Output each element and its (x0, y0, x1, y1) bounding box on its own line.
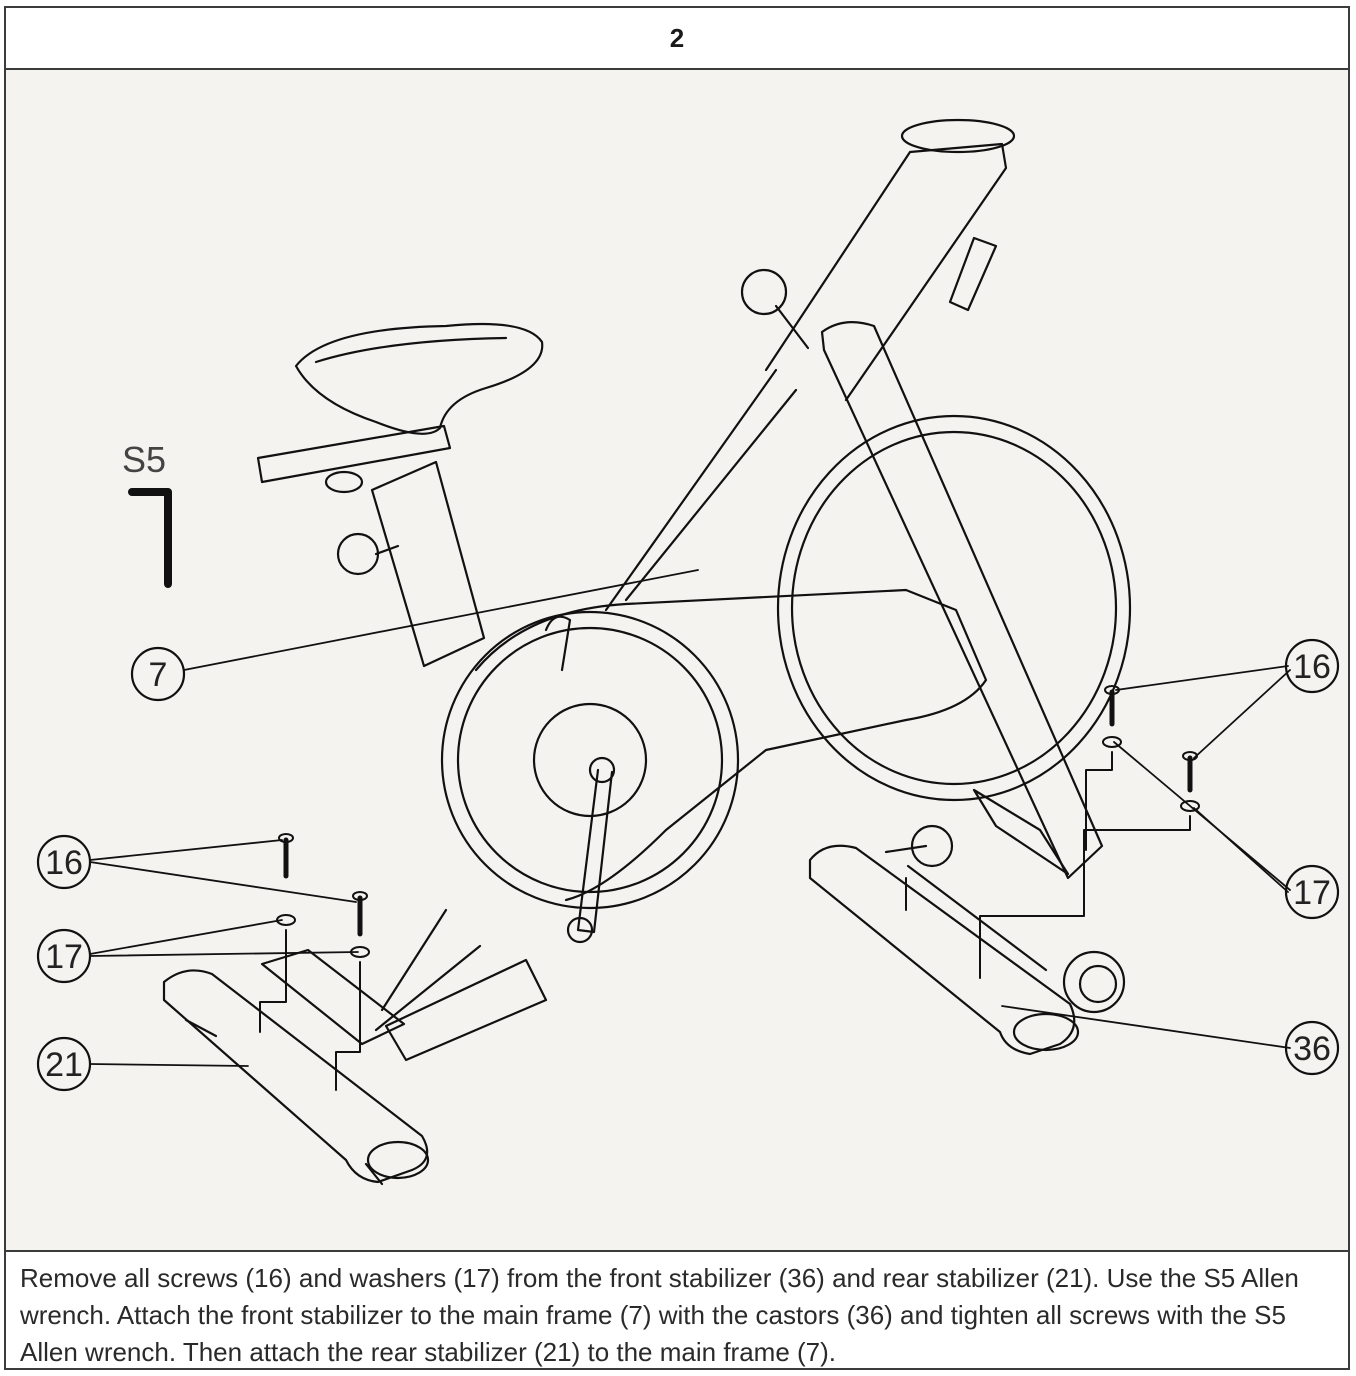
instruction-frame: 2 S5 (4, 6, 1350, 1370)
step-header: 2 (6, 8, 1348, 70)
rear-stabilizer (162, 948, 430, 1186)
allen-wrench-icon: S5 (122, 439, 172, 588)
left-fasteners (259, 833, 370, 1091)
instruction-text: Remove all screws (16) and washers (17) … (20, 1263, 1299, 1367)
svg-text:16: 16 (1293, 648, 1331, 686)
svg-text:7: 7 (149, 656, 168, 694)
svg-text:21: 21 (45, 1046, 83, 1084)
callout-17-left: 17 (36, 928, 92, 984)
svg-text:17: 17 (1293, 874, 1331, 912)
step-number: 2 (669, 22, 685, 53)
svg-text:36: 36 (1293, 1030, 1331, 1068)
callout-21: 21 (36, 1036, 92, 1092)
seat-assembly (256, 322, 544, 668)
right-fasteners (905, 685, 1200, 979)
callout-16-left: 16 (36, 834, 92, 890)
callout-36: 36 (1284, 1020, 1340, 1076)
front-stabilizer (808, 788, 1126, 1056)
tool-label: S5 (122, 439, 166, 480)
callout-leaders (89, 569, 1291, 1067)
svg-text:16: 16 (45, 844, 83, 882)
callout-17-right: 17 (1284, 864, 1340, 920)
assembly-diagram: S5 (6, 70, 1348, 1252)
bike-assembly-drawing: S5 (36, 118, 1340, 1186)
svg-text:17: 17 (45, 938, 83, 976)
main-frame (374, 118, 1132, 1062)
callout-7: 7 (130, 646, 186, 702)
callout-16-right: 16 (1284, 638, 1340, 694)
